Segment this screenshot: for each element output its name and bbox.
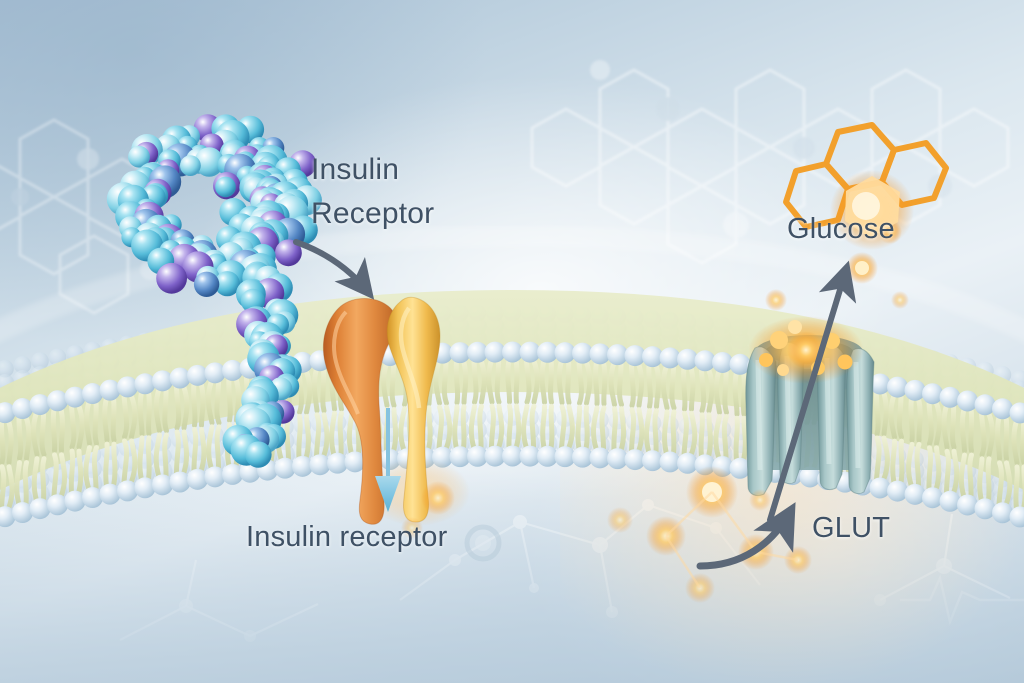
glucose-transport-arrow-upper	[767, 260, 857, 523]
label-insulin-receptor-top: Insulin Receptor	[311, 153, 435, 230]
glut-highlight-1	[755, 359, 763, 471]
glut-helix-right-outer	[846, 348, 875, 495]
glucose-particles-intracellular	[401, 466, 812, 603]
glucose-hexagon-glowing	[830, 170, 914, 250]
receptor-beta-highlight	[398, 306, 422, 409]
insulin-binding-arrow	[293, 239, 375, 300]
glut-highlight-4	[853, 361, 861, 469]
glucose-transport-arrow-lower	[696, 502, 796, 570]
label-insulin-receptor-bottom: Insulin receptor	[246, 521, 448, 553]
receptor-alpha-highlight	[332, 310, 360, 415]
hex-lattice-upper-right	[530, 60, 1010, 265]
membrane-top-sheen	[0, 224, 1024, 343]
glucose-in-channel	[748, 316, 864, 384]
label-glucose: Glucose	[787, 213, 895, 245]
signal-transduction-arrow	[375, 408, 401, 512]
insulin-receptor-beta-subunit	[386, 296, 441, 523]
label-glut: GLUT	[812, 512, 891, 544]
